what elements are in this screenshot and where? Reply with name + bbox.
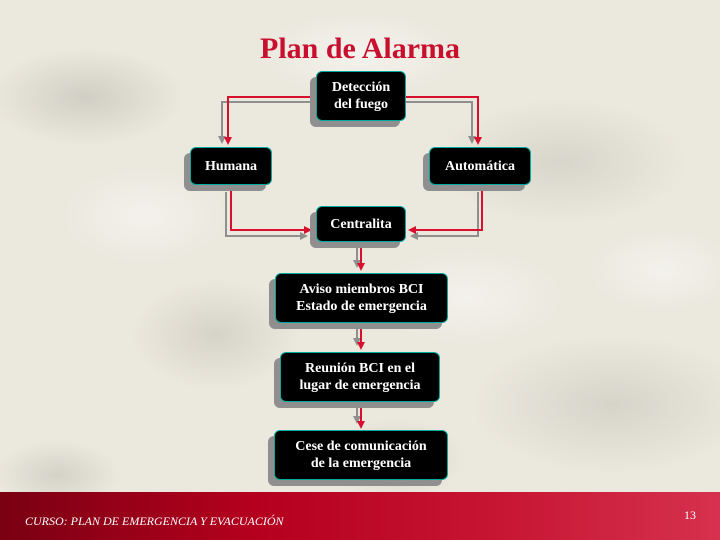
node-humana: Humana — [190, 147, 272, 185]
node-automatica: Automática — [429, 147, 531, 185]
node-aviso-line2: Estado de emergencia — [296, 299, 427, 314]
node-reunion-line2: lugar de emergencia — [299, 378, 421, 393]
node-reunion-line1: Reunión BCI en el — [304, 361, 416, 376]
page-title: Plan de Alarma — [260, 32, 460, 65]
node-humana-label: Humana — [204, 158, 258, 174]
arrow-deteccion-automatica — [406, 96, 482, 145]
footer-course-label: CURSO: PLAN DE EMERGENCIA Y EVACUACIÓN — [25, 514, 284, 528]
page-number: 13 — [684, 508, 696, 522]
node-cese-line2: de la emergencia — [310, 456, 412, 471]
node-deteccion-line2: del fuego — [333, 97, 389, 112]
footer-bar: CURSO: PLAN DE EMERGENCIA Y EVACUACIÓN 1… — [0, 492, 720, 540]
node-aviso-line1: Aviso miembros BCI — [299, 282, 424, 297]
node-automatica-label: Automática — [445, 158, 515, 174]
node-centralita-label: Centralita — [330, 216, 392, 232]
node-centralita: Centralita — [316, 206, 406, 242]
node-cese-line1: Cese de comunicación — [295, 439, 427, 454]
arrow-deteccion-humana — [224, 96, 316, 145]
node-deteccion-line1: Detección — [331, 80, 391, 95]
arrow-shadows — [218, 101, 479, 424]
node-aviso: Aviso miembros BCI Estado de emergencia — [275, 273, 448, 323]
arrow-humana-centralita — [230, 187, 312, 234]
arrows-red — [224, 96, 483, 429]
arrow-automatica-centralita — [408, 187, 483, 234]
node-cese: Cese de comunicación de la emergencia — [274, 430, 448, 480]
node-reunion: Reunión BCI en el lugar de emergencia — [280, 352, 440, 402]
node-deteccion: Detección del fuego — [316, 71, 406, 121]
